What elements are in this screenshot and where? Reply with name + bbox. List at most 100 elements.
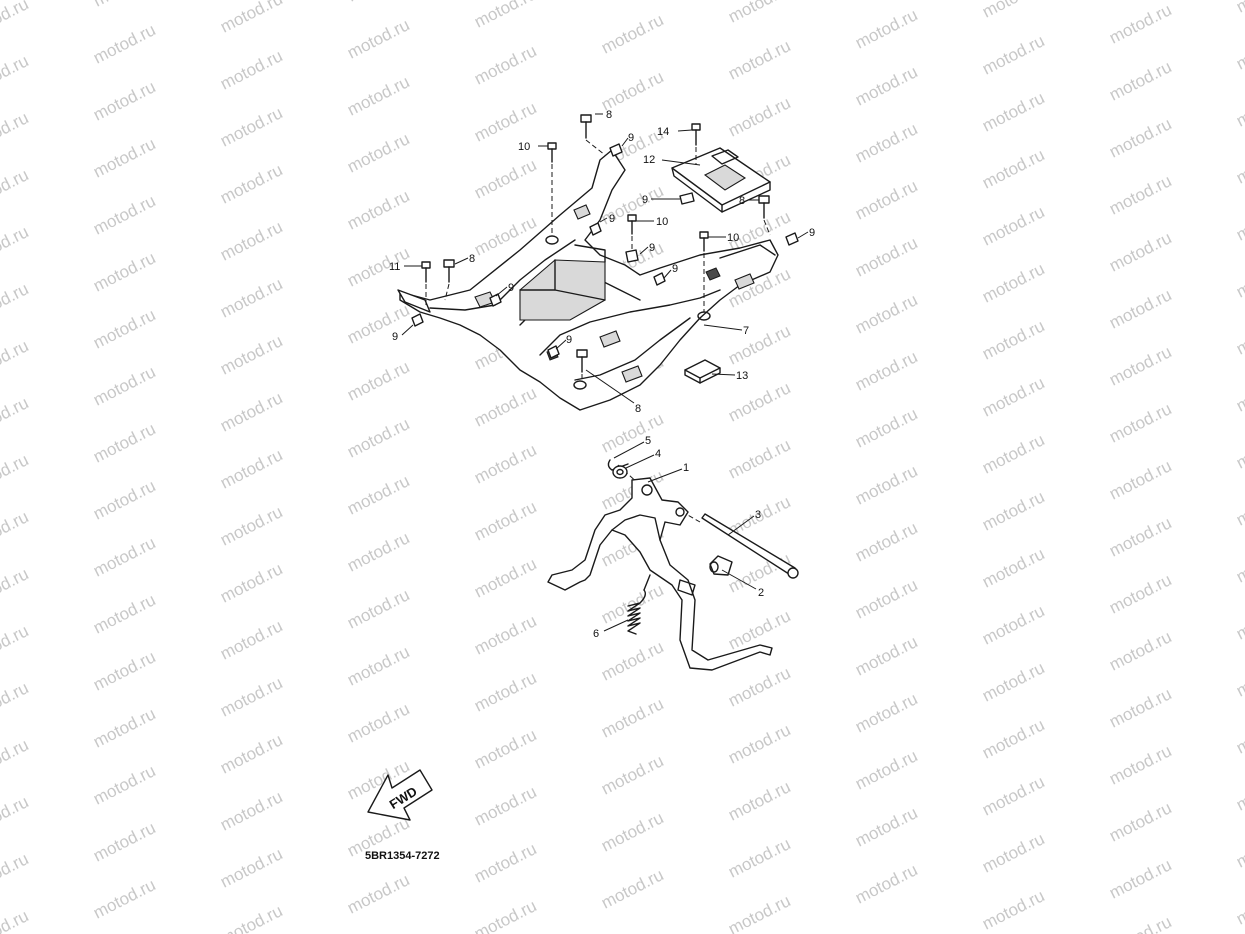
- bolt-10-center: [627, 214, 637, 235]
- watermark-text: motod.ru: [979, 31, 1047, 78]
- watermark-text: motod.ru: [217, 103, 285, 150]
- watermark-text: motod.ru: [90, 818, 158, 865]
- watermark-text: motod.ru: [90, 533, 158, 580]
- watermark-text: motod.ru: [1233, 311, 1245, 358]
- watermark-text: motod.ru: [725, 321, 793, 368]
- watermark-text: motod.ru: [1233, 539, 1245, 586]
- callout-9-top: 9: [628, 132, 634, 144]
- watermark-text: motod.ru: [852, 803, 920, 850]
- watermark-text: motod.ru: [979, 145, 1047, 192]
- watermark-text: motod.ru: [1233, 881, 1245, 928]
- callout-9-tunnel: 9: [508, 282, 514, 294]
- watermark-text: motod.ru: [852, 176, 920, 223]
- watermark-text: motod.ru: [344, 72, 412, 119]
- watermark-text: motod.ru: [217, 559, 285, 606]
- callout-3: 3: [755, 509, 761, 521]
- bolt-11: [421, 261, 431, 283]
- watermark-text: motod.ru: [1106, 399, 1174, 446]
- cover-part-12: [671, 147, 771, 213]
- watermark-text: motod.ru: [90, 362, 158, 409]
- watermark-text: motod.ru: [217, 445, 285, 492]
- watermark-text: motod.ru: [852, 5, 920, 52]
- watermark-text: motod.ru: [0, 792, 32, 839]
- watermark-text: motod.ru: [217, 217, 285, 264]
- watermark-text: motod.ru: [1106, 741, 1174, 788]
- callout-9-left: 9: [392, 331, 398, 343]
- nut-9-a: [609, 143, 623, 157]
- watermark-text: motod.ru: [598, 694, 666, 741]
- watermark-text: motod.ru: [1233, 710, 1245, 757]
- watermark-text: motod.ru: [0, 450, 32, 497]
- watermark-text: motod.ru: [90, 20, 158, 67]
- callout-10-right: 10: [727, 232, 739, 244]
- callout-9-right: 9: [809, 227, 815, 239]
- watermark-text: motod.ru: [217, 787, 285, 834]
- watermark-text: motod.ru: [725, 834, 793, 881]
- watermark-text: motod.ru: [90, 761, 158, 808]
- watermark-text: motod.ru: [852, 233, 920, 280]
- main-stand-part-1: [547, 477, 773, 671]
- nut-9-f: [653, 272, 666, 286]
- pad-part-13: [684, 359, 721, 384]
- watermark-text: motod.ru: [471, 725, 539, 772]
- watermark-text: motod.ru: [979, 430, 1047, 477]
- watermark-text: motod.ru: [852, 404, 920, 451]
- watermark-text: motod.ru: [1233, 425, 1245, 472]
- watermark-text: motod.ru: [90, 248, 158, 295]
- watermark-text: motod.ru: [217, 331, 285, 378]
- callout-6: 6: [593, 628, 599, 640]
- watermark-text: motod.ru: [1106, 684, 1174, 731]
- watermark-text: motod.ru: [1233, 140, 1245, 187]
- watermark-text: motod.ru: [0, 108, 32, 155]
- watermark-text: motod.ru: [725, 777, 793, 824]
- watermark-text: motod.ru: [852, 62, 920, 109]
- watermark-text: motod.ru: [1106, 342, 1174, 389]
- watermark-text: motod.ru: [979, 0, 1047, 22]
- watermark-text: motod.ru: [471, 839, 539, 886]
- watermark-text: motod.ru: [90, 590, 158, 637]
- watermark-text: motod.ru: [471, 98, 539, 145]
- bolt-8-left: [443, 259, 455, 283]
- bolt-8-right: [758, 195, 770, 219]
- callout-9-center: 9: [609, 213, 615, 225]
- watermark-text: motod.ru: [598, 751, 666, 798]
- watermark-text: motod.ru: [598, 637, 666, 684]
- watermark-text: motod.ru: [852, 518, 920, 565]
- watermark-text: motod.ru: [979, 658, 1047, 705]
- bolt-8-top: [580, 114, 592, 139]
- watermark-text: motod.ru: [217, 616, 285, 663]
- callout-7: 7: [743, 325, 749, 337]
- watermark-text: motod.ru: [217, 844, 285, 891]
- watermark-text: motod.ru: [471, 155, 539, 202]
- callout-8-left: 8: [469, 253, 475, 265]
- watermark-text: motod.ru: [217, 388, 285, 435]
- watermark-text: motod.ru: [344, 186, 412, 233]
- watermark-text: motod.ru: [471, 497, 539, 544]
- watermark-text: motod.ru: [725, 93, 793, 140]
- callout-11: 11: [389, 261, 400, 273]
- fasteners: [411, 114, 799, 373]
- watermark-text: motod.ru: [344, 300, 412, 347]
- watermark-text: motod.ru: [471, 440, 539, 487]
- watermark-text: motod.ru: [979, 316, 1047, 363]
- watermark-text: motod.ru: [1233, 767, 1245, 814]
- callout-2: 2: [758, 587, 764, 599]
- watermark-text: motod.ru: [852, 119, 920, 166]
- watermark-text: motod.ru: [1106, 570, 1174, 617]
- watermark-text: motod.ru: [0, 0, 32, 42]
- watermark-text: motod.ru: [852, 461, 920, 508]
- spring-part-6: [627, 574, 651, 635]
- watermark-text: motod.ru: [471, 668, 539, 715]
- watermark-text: motod.ru: [0, 849, 32, 896]
- watermark-text: motod.ru: [598, 67, 666, 114]
- watermark-text: motod.ru: [471, 896, 539, 934]
- watermark-text: motod.ru: [852, 632, 920, 679]
- watermark-text: motod.ru: [1106, 456, 1174, 503]
- watermark-text: motod.ru: [344, 243, 412, 290]
- watermark-text: motod.ru: [90, 0, 158, 11]
- callout-14: 14: [657, 126, 669, 138]
- callout-9-cover: 9: [642, 194, 648, 206]
- watermark-text: motod.ru: [852, 746, 920, 793]
- callout-4: 4: [655, 448, 661, 460]
